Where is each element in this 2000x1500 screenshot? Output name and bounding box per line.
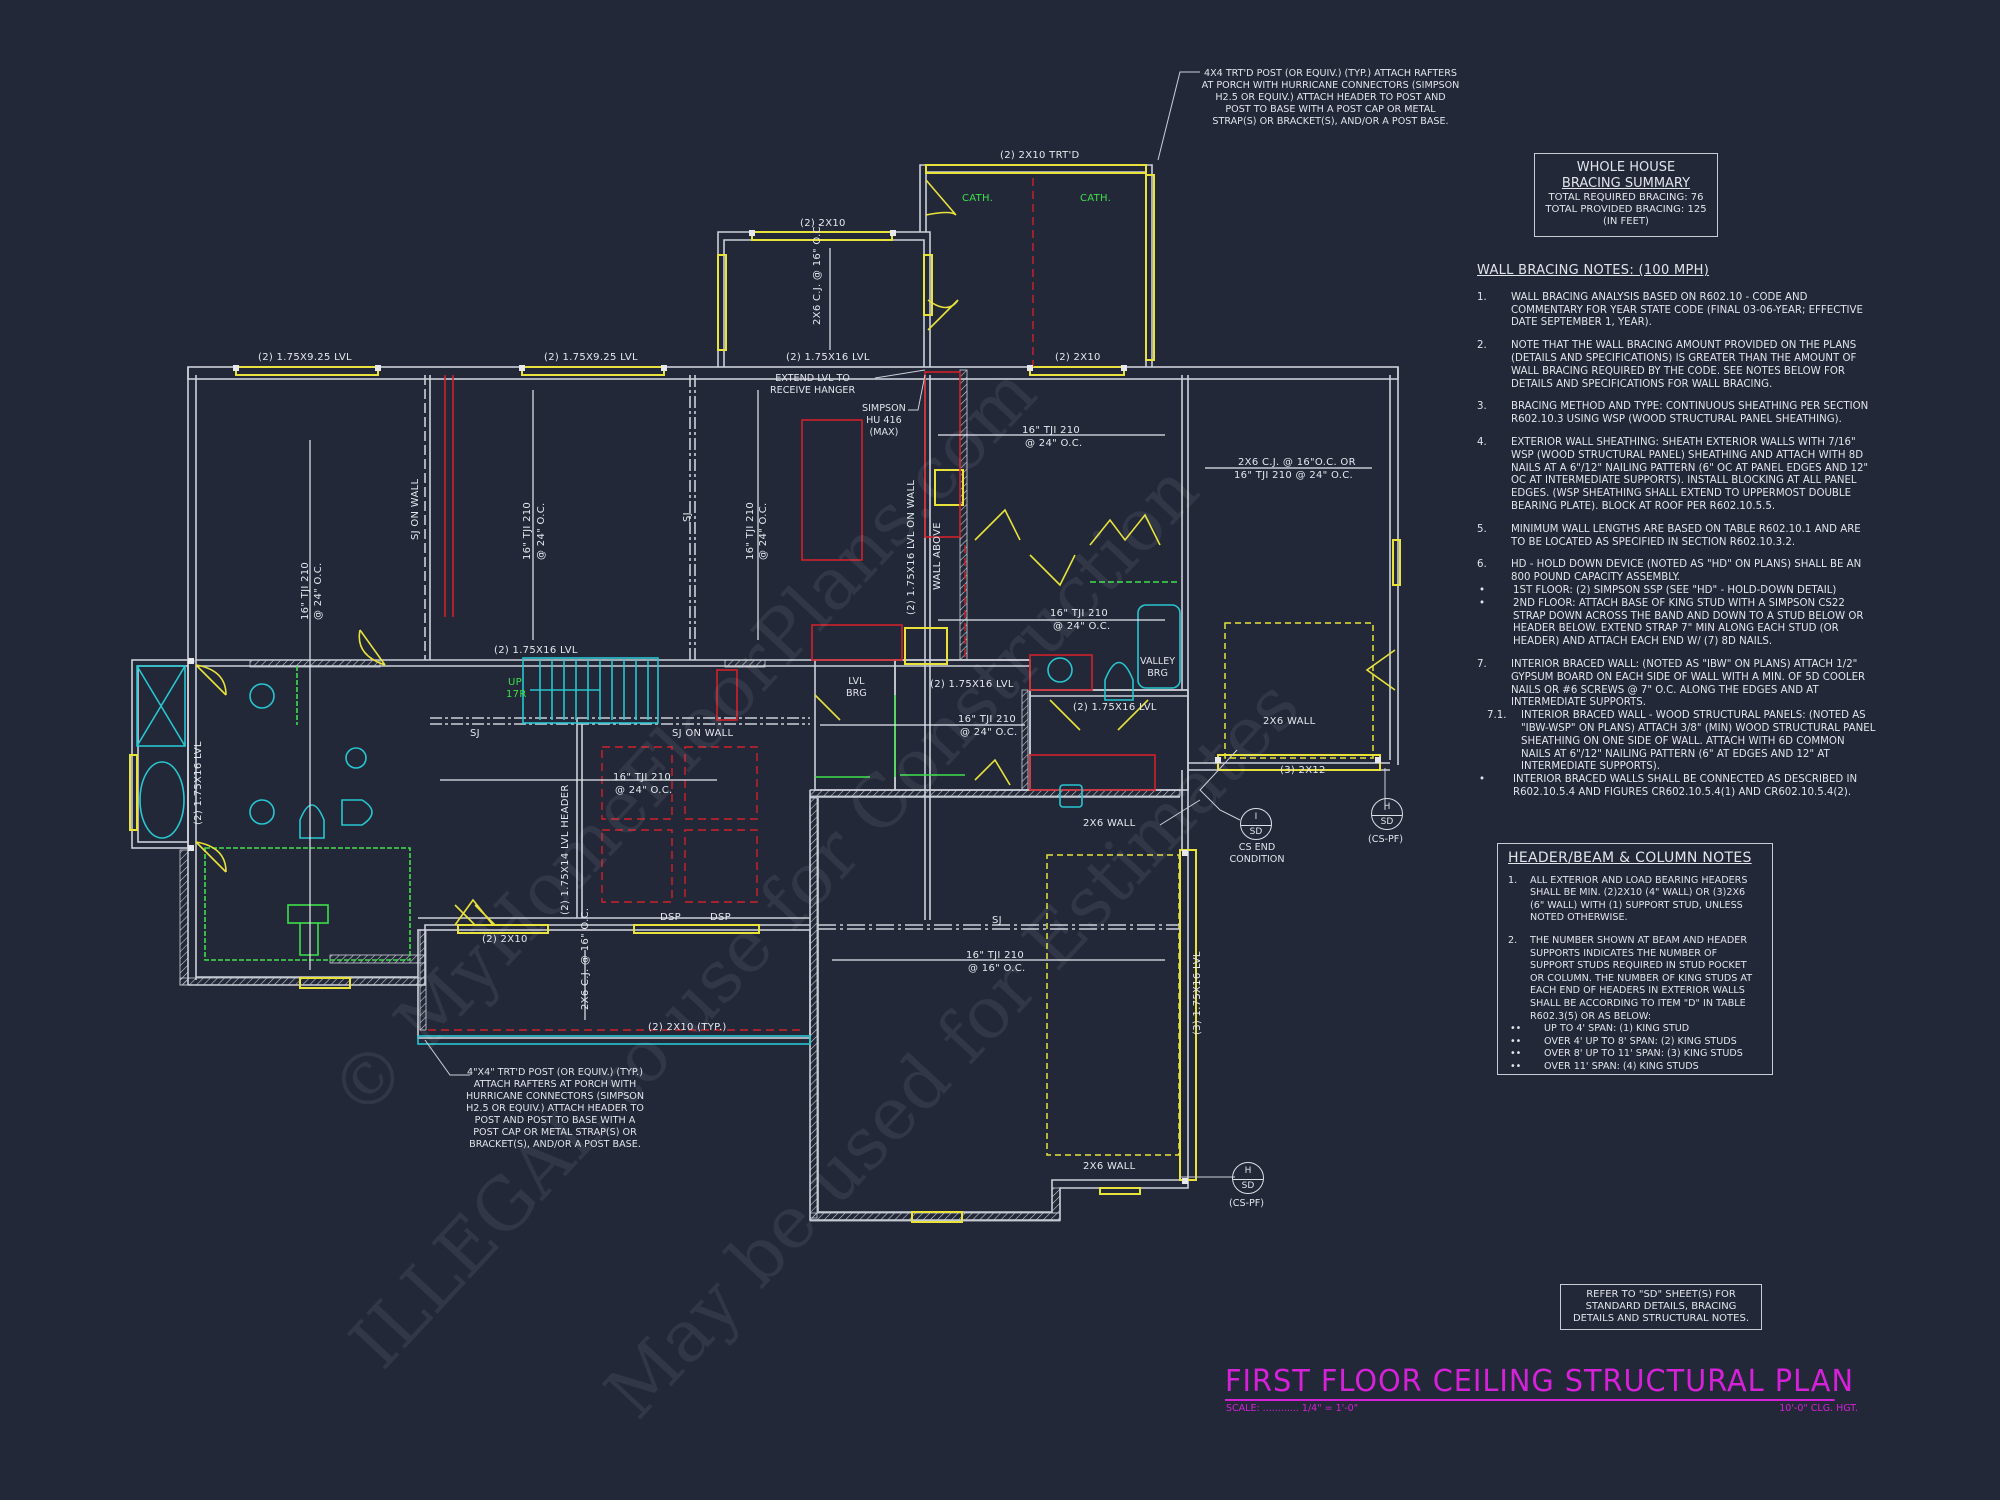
label-sj-on-wall: SJ ON WALL (672, 728, 734, 739)
label-2x6-wall-mid: 2x6 WALL (1083, 818, 1136, 829)
label-2x6-wall-top: 2x6 WALL (1263, 716, 1316, 727)
label-sj-lower: SJ (992, 915, 1002, 926)
callout-lvl-brg: LVL BRG (846, 676, 867, 699)
note-item: 1.WALL BRACING ANALYSIS BASED ON R602.10… (1477, 291, 1863, 329)
label-tji-left-2-oc: @ 24" O.C. (536, 502, 547, 561)
sheet-title: FIRST FLOOR CEILING STRUCTURAL PLAN (1225, 1364, 1854, 1401)
label-front-2x10-b: (2) 2x10 (1055, 352, 1101, 363)
label-tji-top-mid-oc: @ 24" O.C. (1025, 438, 1083, 449)
label-porch-header: (2) 2x10 TRT'D (1000, 150, 1080, 161)
wall-bracing-notes: WALL BRACING NOTES: (100 MPH) 1.WALL BRA… (1477, 263, 1877, 800)
label-tji-top-mid: 16" TJI 210 (1022, 425, 1081, 436)
label-lvl-925-a: (2) 1.75x9.25 LVL (258, 352, 352, 363)
label-lvl-16-top: (2) 1.75x16 LVL (786, 352, 870, 363)
label-2x6-wall-bottom: 2x6 WALL (1083, 1161, 1136, 1172)
bracing-required: TOTAL REQUIRED BRACING: 76 (1548, 192, 1704, 203)
label-tji-lower-mid: 16" TJI 210 (958, 714, 1017, 725)
bracing-summary-box: WHOLE HOUSE BRACING SUMMARY TOTAL REQUIR… (1534, 153, 1718, 237)
label-tji-left-3: 16" TJI 210 (745, 501, 756, 560)
section-mark-cs-pf-bottom[interactable]: H SD (1232, 1162, 1264, 1194)
label-wall-above: WALL ABOVE (932, 522, 943, 590)
note-item: 1.ALL EXTERIOR AND LOAD BEARING HEADERS … (1508, 874, 1748, 924)
label-sj-on-wall-vertical: SJ ON WALL (410, 478, 421, 540)
label-front-2x10: (2) 2x10 (800, 218, 846, 229)
note-item: 2.NOTE THAT THE WALL BRACING AMOUNT PROV… (1477, 340, 1857, 390)
section-caption-cs-pf-bottom: (CS-PF) (1229, 1198, 1265, 1209)
label-lvl-header-14: (2) 1.75x14 LVL HEADER (560, 784, 571, 915)
note-bullet: •1ST FLOOR: (2) SIMPSON SSP (SEE "HD" - … (1479, 584, 1837, 596)
label-tji-left-1: 16" TJI 210 (300, 561, 311, 620)
label-lvl-16-right: (2) 1.75x16 LVL (930, 679, 1014, 690)
label-tji-left-1-oc: @ 24" O.C. (313, 562, 324, 621)
bracing-summary-title-2: BRACING SUMMARY (1561, 176, 1691, 191)
label-lvl-16-vert-left: (2) 1.75x16 LVL (193, 741, 204, 825)
label-sj: SJ (470, 728, 480, 739)
label-garage-joist-2: 16" TJI 210 @ 24" O.C. (1234, 470, 1354, 481)
sheet-scale: SCALE: ............ 1/4" = 1'-0" (1226, 1403, 1359, 1414)
callout-extend-lvl: EXTEND LVL TO RECEIVE HANGER (770, 373, 856, 396)
label-garage-joist-1: 2x6 C.J. @ 16"O.C. OR (1238, 457, 1356, 468)
label-dsp-2: DSP (710, 912, 731, 923)
label-lvl-16-mid: (2) 1.75x16 LVL (494, 645, 578, 656)
callout-bottom-post: 4"x4" TRT'D POST (OR EQUIV.) (TYP.) ATTA… (465, 1067, 645, 1150)
note-bullet: ••OVER 11' SPAN: (4) KING STUDS (1510, 1060, 1699, 1072)
label-tji-bath: 16" TJI 210 (1050, 608, 1109, 619)
label-tji-left-2: 16" TJI 210 (522, 501, 533, 560)
section-caption-cs-pf-right: (CS-PF) (1368, 834, 1404, 845)
bracing-summary-title-1: WHOLE HOUSE (1576, 160, 1676, 175)
label-tji-center-oc: @ 24" O.C. (615, 785, 673, 796)
note-item: 7.INTERIOR BRACED WALL: (NOTED AS "IBW" … (1477, 658, 1866, 709)
ceiling-height: 10'-0" CLG. HGT. (1779, 1403, 1858, 1414)
label-dsp-1: DSP (660, 912, 681, 923)
header-notes-title: HEADER/BEAM & COLUMN NOTES (1508, 850, 1752, 866)
label-2x10-lower: (2) 2x10 (482, 934, 528, 945)
bracing-units: (IN FEET) (1603, 216, 1649, 227)
note-item: 7.1.INTERIOR BRACED WALL - WOOD STRUCTUR… (1487, 710, 1876, 773)
label-tji-left-3-oc: @ 24" O.C. (758, 502, 769, 561)
bracing-provided: TOTAL PROVIDED BRACING: 125 (1545, 204, 1707, 215)
note-item: 3.BRACING METHOD AND TYPE: CONTINUOUS SH… (1477, 401, 1869, 426)
callout-top-post: 4x4 TRT'D POST (OR EQUIV.) (TYP.) ATTACH… (1201, 68, 1460, 127)
callout-valley-brg: VALLEY BRG (1140, 656, 1176, 679)
label-cj-16: 2x6 C.J. @ 16" O.C. (812, 222, 823, 325)
label-tji-bath-oc: @ 24" O.C. (1053, 621, 1111, 632)
section-caption-cs-end: CS END CONDITION (1229, 842, 1285, 865)
section-mark-cs-pf-right[interactable]: H SD (1371, 798, 1403, 830)
note-bullet: ••OVER 4' UP TO 8' SPAN: (2) KING STUDS (1510, 1035, 1737, 1047)
label-lvl-925-b: (2) 1.75x9.25 LVL (544, 352, 638, 363)
note-bullet: •INTERIOR BRACED WALLS SHALL BE CONNECTE… (1479, 774, 1858, 798)
wall-bracing-notes-title: WALL BRACING NOTES: (100 MPH) (1477, 263, 1710, 278)
refer-sd-box: REFER TO "SD" SHEET(S) FOR STANDARD DETA… (1560, 1284, 1762, 1330)
label-tji-lower-mid-oc: @ 24" O.C. (960, 727, 1018, 738)
label-3-lvl-garage: (3) 1.75x16 LVL (1192, 951, 1203, 1035)
label-lvl-16-bath: (2) 1.75x16 LVL (1073, 702, 1157, 713)
label-porch-2x10-typ: (2) 2x10 (TYP.) (648, 1022, 727, 1033)
label-stair-up: UP (508, 677, 522, 688)
label-tji-garage: 16" TJI 210 (966, 950, 1025, 961)
note-item: 4.EXTERIOR WALL SHEATHING: SHEATH EXTERI… (1477, 436, 1869, 512)
note-bullet: •2ND FLOOR: ATTACH BASE OF KING STUD WIT… (1479, 597, 1864, 648)
label-lvl-on-wall: (2) 1.75x16 LVL ON WALL (906, 479, 917, 615)
label-cath-left: CATH. (962, 193, 994, 204)
note-bullet: ••OVER 8' UP TO 11' SPAN: (3) KING STUDS (1510, 1048, 1743, 1060)
label-tji-garage-oc: @ 16" O.C. (968, 963, 1026, 974)
note-item: 2.THE NUMBER SHOWN AT BEAM AND HEADER SU… (1508, 934, 1753, 1022)
header-beam-notes: HEADER/BEAM & COLUMN NOTES 1.ALL EXTERIO… (1497, 843, 1773, 1075)
note-item: 6.HD - HOLD DOWN DEVICE (NOTED AS "HD" O… (1477, 559, 1862, 584)
label-3-2x12: (3) 2x12 (1280, 765, 1326, 776)
label-sj-vertical: SJ (682, 512, 693, 522)
callout-simpson-hanger: SIMPSON HU 416 (MAX) (862, 403, 906, 438)
label-tji-center: 16" TJI 210 (613, 772, 672, 783)
label-stair-risers: 17R (506, 689, 527, 700)
label-cath-right: CATH. (1080, 193, 1112, 204)
section-mark-cs-end[interactable]: I SD (1240, 808, 1272, 840)
note-bullet: ••UP TO 4' SPAN: (1) KING STUD (1510, 1023, 1690, 1035)
note-item: 5.MINIMUM WALL LENGTHS ARE BASED ON TABL… (1477, 523, 1861, 548)
label-cj-porch: 2x6 C.J. @ 16" O.C. (580, 907, 591, 1010)
